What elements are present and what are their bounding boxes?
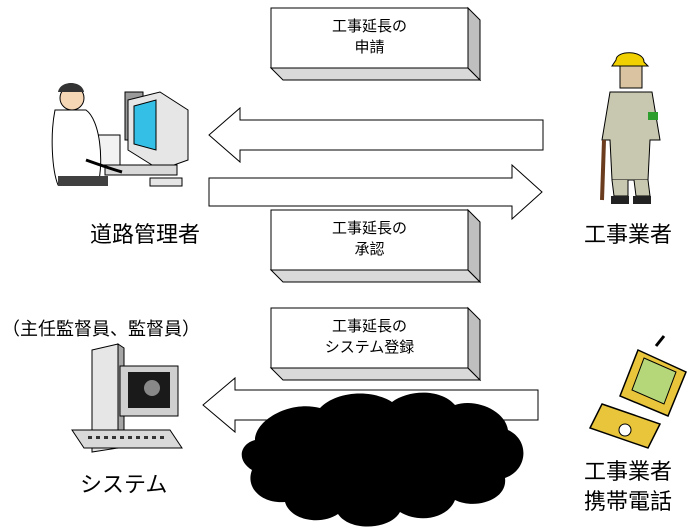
system-label: システム [80,473,168,498]
phone-label: 工事業者 携帯電話 [584,460,673,515]
computer-system-icon [71,343,183,453]
approval-arrow [208,163,543,221]
registration-box [269,306,482,382]
registration-box-label: 工事延長の システム登録 [324,317,415,356]
approval-box-label: 工事延長の 承認 [331,219,407,258]
contractor-label: 工事業者 [584,223,673,248]
road-manager-note: （主任監督員、監督員） [2,319,200,340]
cloud-icon [241,392,524,527]
request-box [269,6,482,82]
approval-box [269,208,482,284]
person-at-computer-icon [51,83,189,187]
road-manager-label: 道路管理者 [90,223,201,248]
request-box-label: 工事延長の 申請 [331,17,407,56]
request-arrow [208,106,544,164]
mobile-phone-icon [588,335,687,449]
construction-worker-icon [600,52,661,204]
